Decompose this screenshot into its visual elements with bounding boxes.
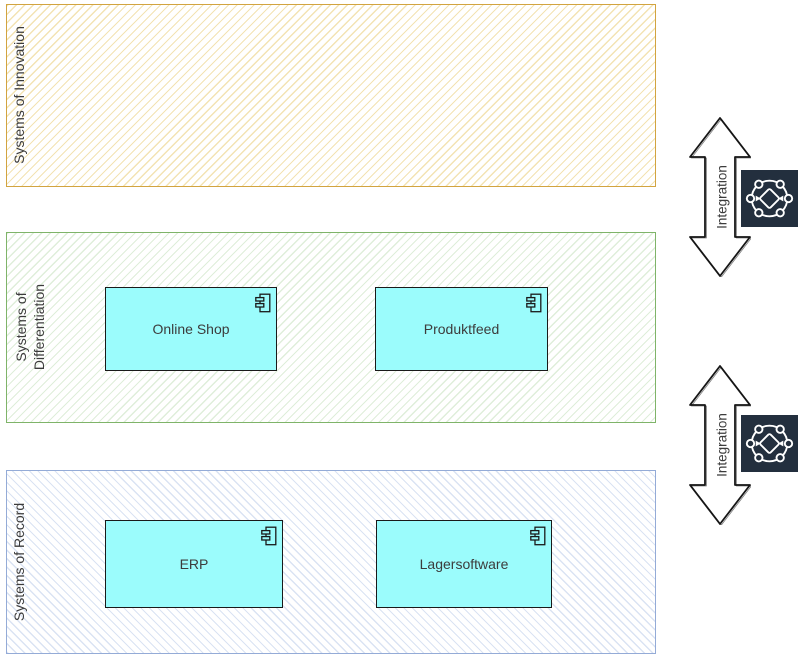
integration-arrow-label: Integration (714, 413, 730, 477)
uml-component-icon (261, 526, 277, 546)
component-label: Lagersoftware (419, 556, 509, 572)
band-systems-of-differentiation (6, 232, 656, 423)
band-systems-of-record (6, 470, 656, 654)
integration-arrow-bottom (689, 365, 751, 525)
band-label-line: Systems of Innovation (10, 26, 27, 164)
component-produktfeed: Produktfeed (375, 287, 548, 371)
band-label-systems-of-record: Systems of Record (10, 503, 28, 621)
application-integration-icon (741, 170, 798, 227)
component-lagersoftware: Lagersoftware (376, 520, 552, 608)
band-systems-of-innovation (6, 4, 656, 187)
band-label-line: Differentiation (31, 283, 47, 371)
uml-component-icon (526, 293, 542, 313)
component-online-shop: Online Shop (105, 287, 277, 371)
integration-arrow-label: Integration (714, 165, 730, 229)
component-label: Online Shop (152, 321, 230, 337)
uml-component-icon (530, 526, 546, 546)
component-erp: ERP (105, 520, 283, 608)
band-label-line: Systems of Record (10, 502, 27, 622)
component-label: Produktfeed (423, 321, 500, 337)
band-label-systems-of-innovation: Systems of Innovation (10, 26, 28, 164)
band-label-systems-of-differentiation: Systems of Differentiation (12, 284, 48, 370)
band-label-line: Systems of (12, 292, 29, 362)
integration-arrow-top (689, 117, 751, 277)
uml-component-icon (255, 293, 271, 313)
component-label: ERP (179, 556, 209, 572)
application-integration-icon (741, 415, 798, 472)
